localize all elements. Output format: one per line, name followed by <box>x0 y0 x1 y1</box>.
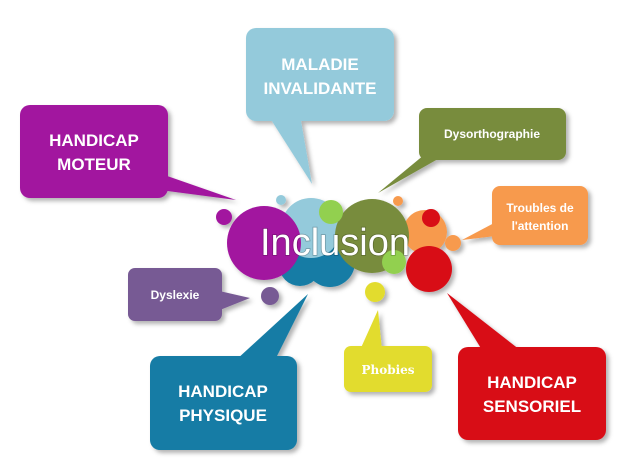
svg-text:HANDICAP: HANDICAP <box>487 373 577 392</box>
circle-yellow-small <box>365 282 385 302</box>
callout-dyslexie: Dyslexie <box>128 268 250 321</box>
center-title: Inclusion <box>260 222 410 264</box>
callout-handicap-sensoriel: HANDICAP SENSORIEL <box>447 293 606 440</box>
callout-dysorthographie: Dysorthographie <box>378 108 566 193</box>
callout-handicap-moteur: HANDICAP MOTEUR <box>20 105 236 200</box>
svg-text:Dyslexie: Dyslexie <box>151 288 200 302</box>
svg-text:MALADIE: MALADIE <box>281 55 358 74</box>
circle-red <box>406 246 452 292</box>
svg-text:l'attention: l'attention <box>512 219 569 233</box>
svg-text:SENSORIEL: SENSORIEL <box>483 397 581 416</box>
circle-purple-small <box>216 209 232 225</box>
circle-cluster <box>216 195 461 305</box>
callout-handicap-physique: HANDICAP PHYSIQUE <box>150 294 308 450</box>
circle-light-blue-tiny <box>276 195 286 205</box>
svg-text:PHYSIQUE: PHYSIQUE <box>179 406 267 425</box>
callout-maladie-invalidante: MALADIE INVALIDANTE <box>246 28 394 184</box>
circle-orange-small <box>445 235 461 251</box>
circle-purple <box>227 206 301 280</box>
circle-green-1 <box>319 200 343 224</box>
svg-text:INVALIDANTE: INVALIDANTE <box>263 79 376 98</box>
circle-green-2 <box>382 250 406 274</box>
svg-text:HANDICAP: HANDICAP <box>49 131 139 150</box>
svg-text:Troubles de: Troubles de <box>506 201 574 215</box>
svg-text:Phobies: Phobies <box>361 363 414 377</box>
callout-troubles-attention: Troubles de l'attention <box>462 186 588 245</box>
svg-text:Dysorthographie: Dysorthographie <box>444 127 540 141</box>
svg-text:HANDICAP: HANDICAP <box>178 382 268 401</box>
circle-orange-tiny <box>393 196 403 206</box>
circle-violet-small <box>261 287 279 305</box>
callout-phobies: Phobies <box>344 310 432 392</box>
circle-red-small <box>422 209 440 227</box>
svg-text:MOTEUR: MOTEUR <box>57 155 131 174</box>
